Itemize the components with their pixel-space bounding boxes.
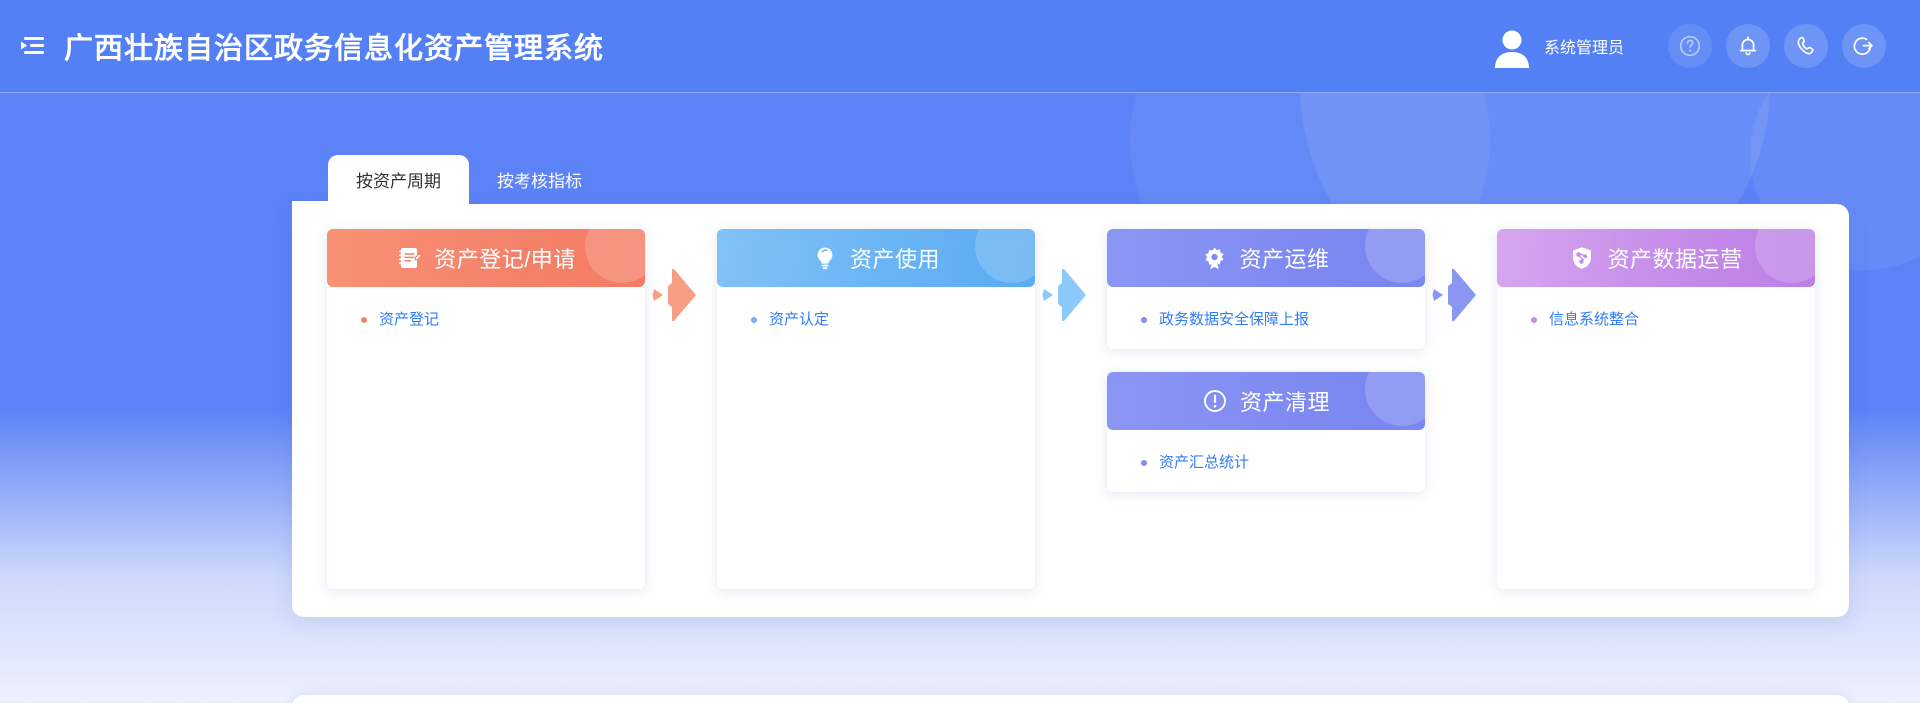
card-link-list: 信息系统整合 <box>1497 287 1815 589</box>
card-title: 资产数据运营 <box>1607 247 1743 272</box>
user-name-label: 系统管理员 <box>1543 40 1624 57</box>
decor-blob <box>585 229 645 283</box>
card-link-list: 资产登记 <box>327 287 645 589</box>
bullet-dot <box>361 317 367 323</box>
user-avatar-icon <box>1490 24 1534 68</box>
flow-columns: 资产登记/申请 资产登记 <box>292 204 1849 617</box>
stage-card-asset-data-operation: 资产数据运营 信息系统整合 <box>1497 229 1815 589</box>
page-title: 广西壮族自治区政务信息化资产管理系统 <box>64 33 605 65</box>
gear-icon <box>1202 246 1227 271</box>
decor-blob <box>1365 229 1425 283</box>
card-link-item[interactable]: 政务数据安全保障上报 <box>1107 305 1425 335</box>
card-link-list: 资产认定 <box>717 287 1035 589</box>
tab-bar: 按资产周期 按考核指标 <box>328 155 610 205</box>
stage-card-asset-usage: 资产使用 资产认定 <box>717 229 1035 589</box>
card-title: 资产运维 <box>1239 247 1330 272</box>
help-circle-icon[interactable] <box>1668 24 1712 68</box>
bullet-dot <box>1141 317 1147 323</box>
bell-icon[interactable] <box>1726 24 1770 68</box>
card-link-label: 政务数据安全保障上报 <box>1159 311 1310 328</box>
stage-column-usage: 资产使用 资产认定 <box>717 229 1035 589</box>
card-link-label: 资产汇总统计 <box>1159 454 1250 471</box>
flow-connector-2 <box>1035 229 1107 325</box>
phone-icon[interactable] <box>1784 24 1828 68</box>
card-header[interactable]: 资产登记/申请 <box>327 229 645 287</box>
card-link-label: 信息系统整合 <box>1549 311 1640 328</box>
decor-blob <box>975 229 1035 283</box>
header-actions: 系统管理员 <box>1490 24 1920 68</box>
stage-card-asset-cleanup: 资产清理 资产汇总统计 <box>1107 372 1425 492</box>
card-header[interactable]: 资产数据运营 <box>1497 229 1815 287</box>
decor-blob <box>1365 372 1425 426</box>
card-link-item[interactable]: 信息系统整合 <box>1497 305 1815 335</box>
card-link-list: 政务数据安全保障上报 <box>1107 287 1425 349</box>
asset-lifecycle-panel: 资产登记/申请 资产登记 <box>292 201 1849 617</box>
card-title: 资产使用 <box>849 247 940 272</box>
card-link-list: 资产汇总统计 <box>1107 430 1425 492</box>
stage-card-asset-operations: 资产运维 政务数据安全保障上报 <box>1107 229 1425 349</box>
card-link-item[interactable]: 资产汇总统计 <box>1107 448 1425 478</box>
tab-by-assessment-indicator[interactable]: 按考核指标 <box>497 172 582 191</box>
notebook-edit-icon <box>396 245 423 271</box>
stage-column-data-operation: 资产数据运营 信息系统整合 <box>1497 229 1815 589</box>
logout-icon[interactable] <box>1842 24 1886 68</box>
lightbulb-icon <box>812 245 838 271</box>
flow-connector-1 <box>645 229 717 325</box>
stage-column-registration: 资产登记/申请 资产登记 <box>327 229 645 589</box>
card-header[interactable]: 资产运维 <box>1107 229 1425 287</box>
decor-blob <box>1755 229 1815 283</box>
secondary-panel <box>292 695 1849 703</box>
shield-network-icon <box>1569 245 1595 271</box>
menu-indent-icon[interactable] <box>16 29 50 63</box>
card-header[interactable]: 资产使用 <box>717 229 1035 287</box>
card-header[interactable]: 资产清理 <box>1107 372 1425 430</box>
card-link-label: 资产认定 <box>769 311 830 328</box>
bullet-dot <box>1141 460 1147 466</box>
bullet-dot <box>751 317 757 323</box>
stage-card-asset-registration: 资产登记/申请 资产登记 <box>327 229 645 589</box>
stage-column-operations: 资产运维 政务数据安全保障上报 <box>1107 229 1425 492</box>
bullet-dot <box>1531 317 1537 323</box>
card-link-label: 资产登记 <box>379 311 440 328</box>
card-link-item[interactable]: 资产登记 <box>327 305 645 335</box>
tab-by-asset-cycle[interactable]: 按资产周期 <box>328 155 469 205</box>
double-chevron-right-icon <box>652 269 696 321</box>
double-chevron-right-icon <box>1042 269 1086 321</box>
top-header-bar: 广西壮族自治区政务信息化资产管理系统 系统管理员 <box>0 0 1920 93</box>
flow-connector-3 <box>1425 229 1497 325</box>
card-link-item[interactable]: 资产认定 <box>717 305 1035 335</box>
exclamation-circle-icon <box>1202 388 1228 414</box>
double-chevron-right-icon <box>1432 269 1476 321</box>
user-profile[interactable]: 系统管理员 <box>1490 24 1624 68</box>
card-title: 资产登记/申请 <box>434 247 576 272</box>
card-title: 资产清理 <box>1239 390 1330 415</box>
